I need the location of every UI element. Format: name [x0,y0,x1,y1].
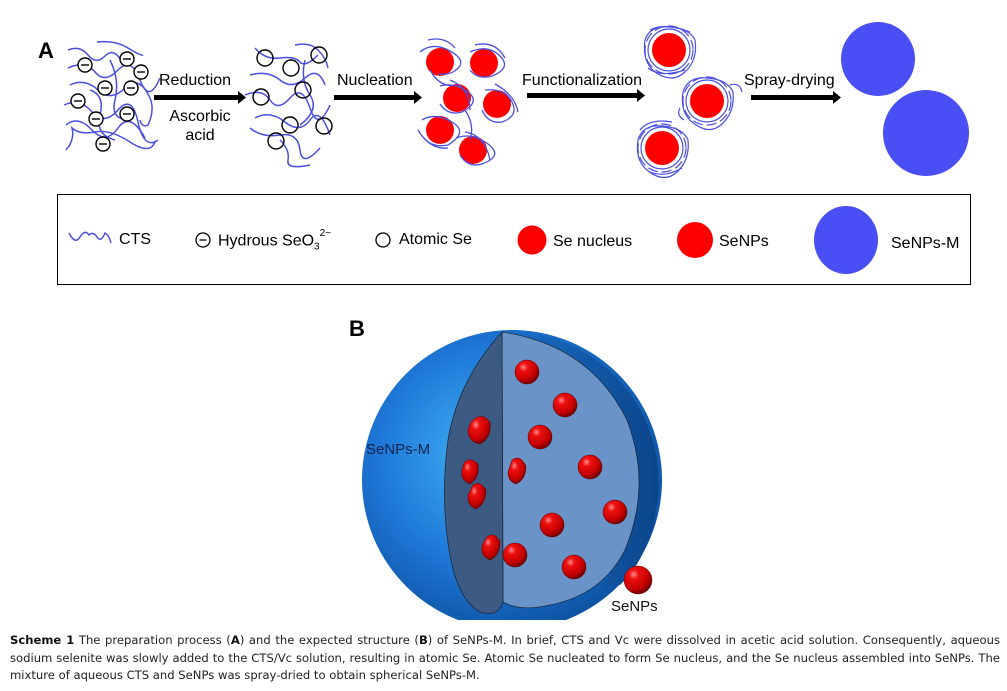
caption-title: Scheme 1 [10,633,75,647]
legend-icon-cts [68,231,112,244]
hydrous-seo3-ions [70,51,149,152]
free-senp-particle [623,565,653,595]
legend-icon-senps-m [814,206,878,274]
legend-icon-atomic-se [375,232,391,248]
embedded-senps [461,359,628,580]
caption-part-2: ) and the expected structure ( [239,633,419,647]
sphere-label-senps-m: SeNPs-M [366,441,431,458]
particle-label-senps: SeNPs [611,598,658,615]
stage-3-se-nuclei [417,38,519,166]
arrow-reduction [154,91,246,104]
legend-label-senps-m: SeNPs-M [891,235,960,252]
step-label-reduction: Reduction [159,72,232,89]
legend-subscript: 3 [314,241,320,253]
panel-a-diagram [63,22,969,179]
stage-1-ions-in-cts [63,40,161,151]
step-label-spray-drying: Spray-drying [744,72,835,89]
legend-label-senps: SeNPs [719,233,769,250]
panel-b-label: B [349,316,365,341]
legend-label-cts: CTS [119,231,151,248]
arrow-nucleation [334,91,422,104]
legend-superscript: 2− [319,228,332,239]
caption-bold-b: B [418,633,428,647]
stage-4-functionalized-senps [636,25,743,179]
arrow-functionalization [527,89,645,102]
legend-label-se-nucleus: Se nucleus [553,233,633,250]
caption-part-3: ) of SeNPs-M. In brief, CTS and Vc were … [10,633,1000,682]
panel-b-sphere-diagram [362,330,662,620]
arrow-spray-drying [751,91,841,104]
sphere-right-rim [514,332,659,585]
step-label-nucleation: Nucleation [337,72,413,89]
step-sublabel-acid: acid [185,127,215,144]
atomic-se-particles [252,46,333,150]
panel-a-label: A [38,38,54,63]
step-sublabel-ascorbic: Ascorbic [169,108,231,125]
legend-box [57,194,971,285]
legend-icon-hydrous-seo3 [195,232,211,248]
figure-caption: Scheme 1 The preparation process (A) and… [10,632,1000,685]
legend-label-hydrous-seo3-text: Hydrous SeO [218,232,315,250]
legend-icon-se-nucleus [517,225,547,255]
cut-face-right [501,331,640,609]
legend-icon-senps [677,222,713,258]
step-label-functionalization: Functionalization [522,72,643,89]
legend-label-atomic-se: Atomic Se [399,231,472,248]
caption-bold-a: A [230,633,240,647]
stage-5-senps-m [841,22,969,176]
legend-label-hydrous-seo3: Hydrous SeO3 2− [218,228,332,253]
caption-part-1: The preparation process ( [74,633,231,647]
